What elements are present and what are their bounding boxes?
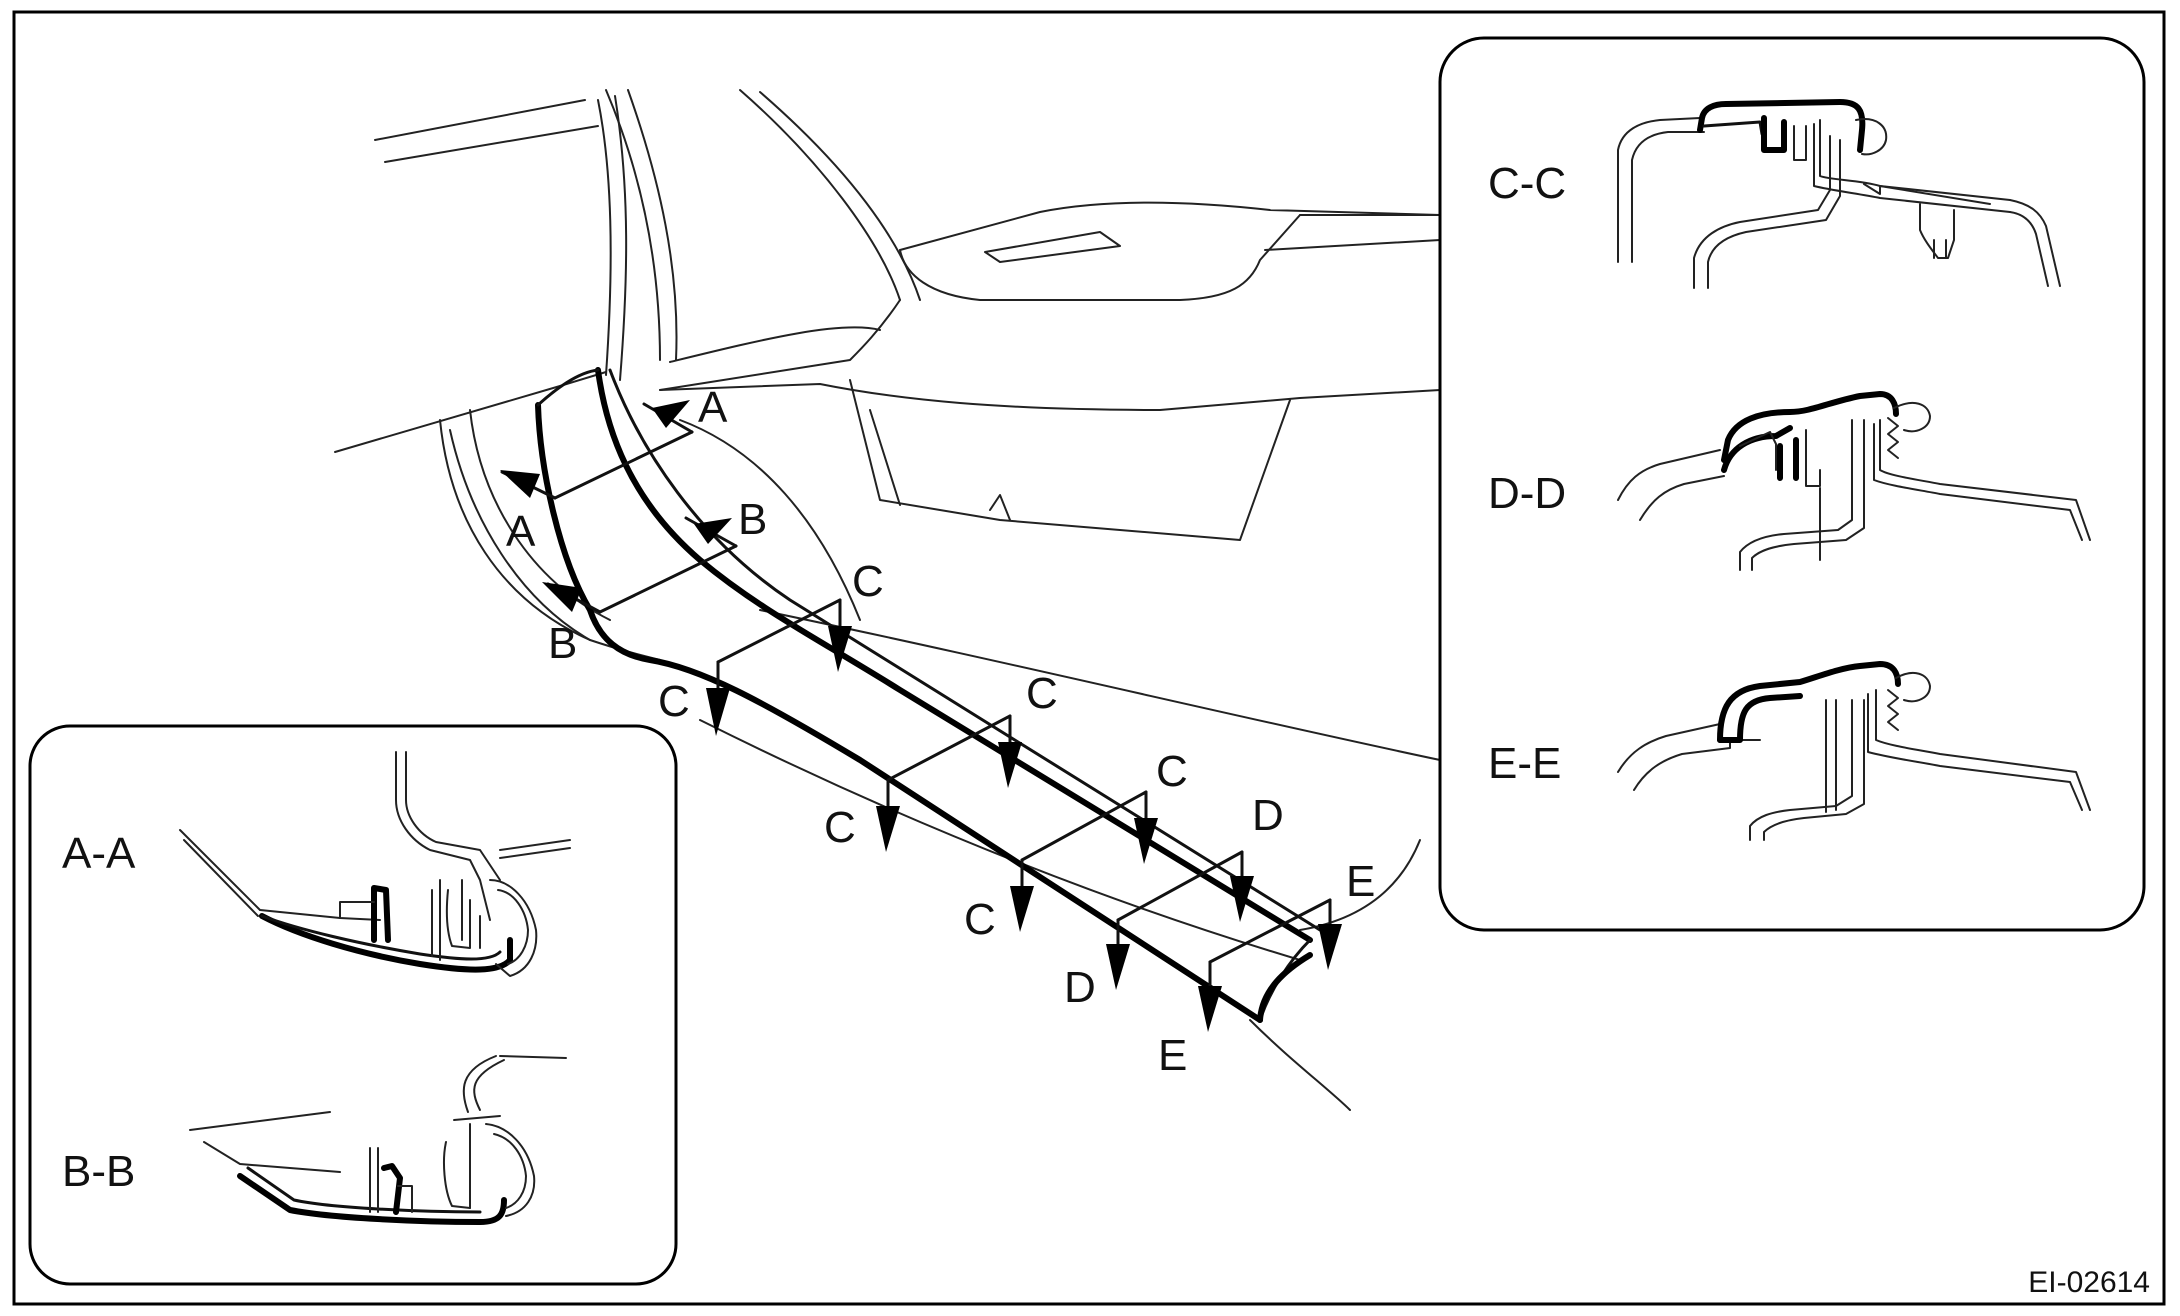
label-a-left: A — [506, 507, 536, 556]
arrow-a-right — [652, 400, 690, 428]
cut-labels: A A B B C C C C C C D D E E — [506, 383, 1375, 1080]
arrow-e-left — [1198, 986, 1222, 1032]
figure-frame — [12, 10, 2166, 1306]
label-e-left: E — [1158, 1031, 1187, 1080]
section-label-d-d: D-D — [1488, 469, 1566, 518]
section-drawing-b-b — [189, 1055, 567, 1225]
section-label-a-a: A-A — [62, 829, 136, 878]
arrow-d-right — [1230, 876, 1254, 922]
label-b-left: B — [548, 619, 577, 668]
arrow-c1-left — [706, 688, 730, 736]
section-drawing-d-d — [1617, 391, 2091, 571]
label-c1-right: C — [852, 557, 884, 606]
inset-sections-cde: C-C D-D E-E — [1438, 36, 2146, 932]
section-label-b-b: B-B — [62, 1147, 135, 1196]
label-c2-left: C — [824, 803, 856, 852]
label-c2-right: C — [1026, 669, 1058, 718]
arrow-b-right — [694, 518, 732, 544]
section-cut-marks — [500, 400, 1342, 1032]
section-label-e-e: E-E — [1488, 739, 1561, 788]
arrow-c2-left — [876, 806, 900, 852]
section-label-c-c: C-C — [1488, 159, 1566, 208]
section-drawing-a-a — [179, 751, 571, 977]
arrow-b-left — [542, 582, 582, 612]
arrow-c1-right — [828, 626, 852, 672]
label-c3-left: C — [964, 895, 996, 944]
figure-code: EI-02614 — [2028, 1266, 2150, 1299]
label-a-right: A — [698, 383, 728, 432]
label-b-right: B — [738, 495, 767, 544]
label-d-left: D — [1064, 963, 1096, 1012]
label-e-right: E — [1346, 857, 1375, 906]
arrow-a-left — [500, 470, 540, 498]
inset-sections-ab: A-A B-B — [28, 724, 678, 1286]
label-d-right: D — [1252, 791, 1284, 840]
vehicle-interior-drawing — [334, 89, 1441, 1111]
label-c3-right: C — [1156, 747, 1188, 796]
section-drawing-e-e — [1617, 661, 2091, 841]
label-c1-left: C — [658, 677, 690, 726]
arrow-c2-right — [998, 742, 1022, 788]
arrow-d-left — [1106, 944, 1130, 990]
arrow-c3-left — [1010, 886, 1034, 932]
arrow-c3-right — [1134, 818, 1158, 864]
arrow-e-right — [1318, 924, 1342, 970]
section-drawing-c-c — [1617, 99, 2061, 289]
